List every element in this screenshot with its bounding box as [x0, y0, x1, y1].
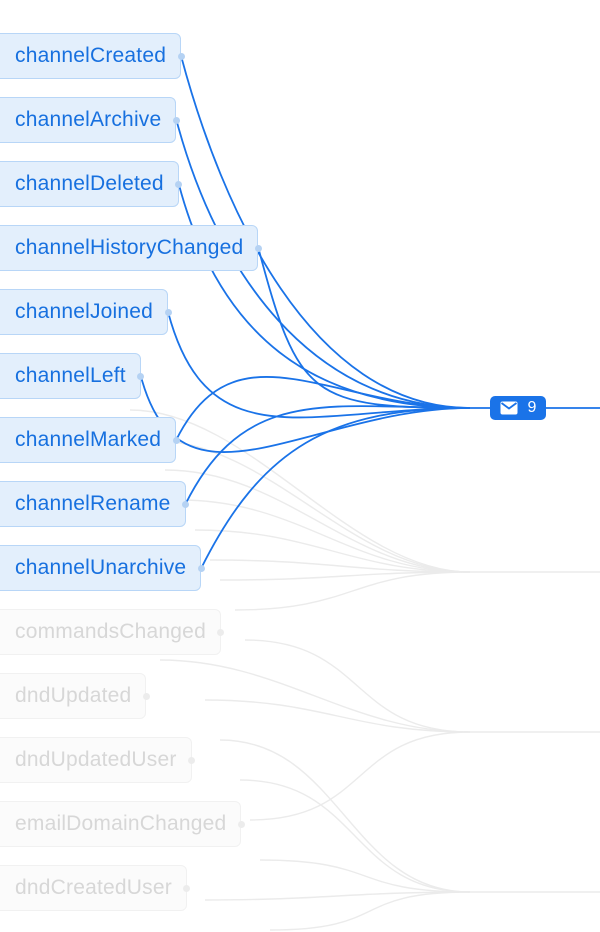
- inactive-wire: [204, 699, 471, 733]
- output-port[interactable]: [254, 244, 262, 252]
- event-node-label: channelRename: [15, 492, 171, 515]
- output-port[interactable]: [217, 628, 225, 636]
- event-node[interactable]: channelJoined: [0, 289, 169, 335]
- output-port[interactable]: [172, 116, 180, 124]
- event-node-label: channelArchive: [15, 108, 162, 131]
- active-wire: [200, 407, 471, 569]
- inactive-wire: [259, 859, 471, 893]
- event-node-label: dndUpdatedUser: [15, 748, 177, 771]
- envelope-icon: [500, 401, 518, 415]
- output-port[interactable]: [175, 180, 183, 188]
- merge-count: 9: [527, 399, 537, 416]
- event-node[interactable]: channelCreated: [0, 33, 182, 79]
- active-wire: [139, 375, 471, 454]
- event-node-label: channelLeft: [15, 364, 126, 387]
- inactive-wire: [129, 409, 471, 573]
- inactive-wire: [149, 439, 471, 573]
- event-node-label: channelCreated: [15, 44, 167, 67]
- event-node-label: channelUnarchive: [15, 556, 187, 579]
- inactive-wire: [269, 891, 471, 931]
- event-node-label: emailDomainChanged: [15, 812, 227, 835]
- merge-count-badge[interactable]: 9: [490, 396, 546, 420]
- inactive-wire: [179, 499, 471, 573]
- inactive-wire: [219, 739, 471, 893]
- inactive-wire: [239, 779, 471, 893]
- active-wire: [175, 119, 471, 409]
- event-node[interactable]: commandsChanged: [0, 609, 221, 655]
- active-wire: [257, 247, 471, 409]
- inactive-wire: [194, 529, 471, 573]
- output-port[interactable]: [197, 564, 205, 572]
- output-port[interactable]: [188, 756, 196, 764]
- event-node[interactable]: emailDomainChanged: [0, 801, 242, 847]
- inactive-wire: [244, 639, 471, 733]
- output-port[interactable]: [172, 436, 180, 444]
- event-node-label: dndUpdated: [15, 684, 132, 707]
- active-wire: [180, 55, 471, 409]
- output-port[interactable]: [183, 884, 191, 892]
- event-node[interactable]: channelDeleted: [0, 161, 179, 207]
- event-node[interactable]: channelRename: [0, 481, 186, 527]
- output-port[interactable]: [164, 308, 172, 316]
- inactive-wire: [209, 559, 471, 573]
- event-node-label: channelHistoryChanged: [15, 236, 244, 259]
- event-node[interactable]: channelUnarchive: [0, 545, 202, 591]
- event-node[interactable]: channelHistoryChanged: [0, 225, 259, 271]
- event-node-label: channelMarked: [15, 428, 162, 451]
- inactive-wire: [249, 731, 471, 821]
- event-node[interactable]: channelMarked: [0, 417, 177, 463]
- event-node-label: channelDeleted: [15, 172, 164, 195]
- event-node[interactable]: channelArchive: [0, 97, 177, 143]
- output-port[interactable]: [137, 372, 145, 380]
- active-wire: [175, 376, 471, 441]
- inactive-wire: [204, 891, 471, 901]
- active-wire: [184, 405, 471, 505]
- output-port[interactable]: [142, 692, 150, 700]
- inactive-wire: [164, 469, 471, 573]
- event-node[interactable]: dndUpdatedUser: [0, 737, 192, 783]
- event-node[interactable]: dndUpdated: [0, 673, 147, 719]
- inactive-wire: [234, 571, 471, 611]
- output-port[interactable]: [177, 52, 185, 60]
- inactive-wire: [219, 571, 471, 581]
- event-node-label: commandsChanged: [15, 620, 206, 643]
- event-node-label: channelJoined: [15, 300, 154, 323]
- output-port[interactable]: [237, 820, 245, 828]
- event-node[interactable]: channelLeft: [0, 353, 141, 399]
- output-port[interactable]: [182, 500, 190, 508]
- inactive-wire: [159, 659, 471, 733]
- event-node-label: dndCreatedUser: [15, 876, 172, 899]
- event-node[interactable]: dndCreatedUser: [0, 865, 187, 911]
- active-wire: [177, 183, 471, 409]
